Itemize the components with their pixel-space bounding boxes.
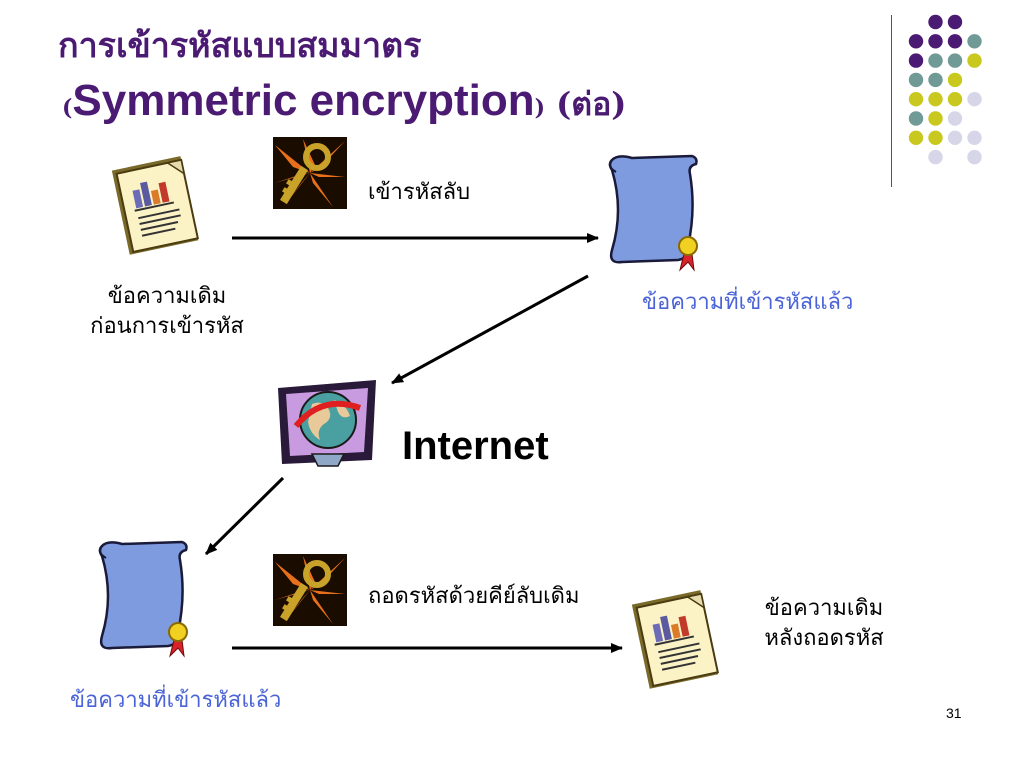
- label-original-line2: ก่อนการเข้ารหัส: [90, 314, 244, 339]
- decorative-dot: [928, 53, 943, 68]
- decorative-dot: [908, 111, 924, 126]
- decorative-dot: [967, 130, 982, 145]
- arrow-to-internet: [391, 274, 589, 385]
- arrow-from-internet: [204, 476, 285, 556]
- divider-line: [891, 15, 892, 187]
- decorative-dot: [967, 34, 982, 49]
- label-decrypted-line1: ข้อความเดิม: [764, 596, 884, 621]
- decorative-dot: [947, 130, 963, 145]
- label-original-line1: ข้อความเดิม: [107, 284, 227, 309]
- document-chart-icon-bottom: [631, 590, 719, 689]
- label-original-message: ข้อความเดิม ก่อนการเข้ารหัส: [58, 282, 276, 342]
- label-internet: Internet: [402, 424, 549, 468]
- globe-monitor-icon: [278, 380, 376, 467]
- decorative-dot: [947, 53, 963, 68]
- label-decrypt-with-key: ถอดรหัสด้วยคีย์ลับเดิม: [368, 584, 580, 609]
- document-chart-icon: [111, 156, 199, 255]
- decorative-dot: [928, 72, 943, 88]
- title-english-line: (Symmetric encryption) (ต่อ): [62, 76, 626, 130]
- decorative-dot: [947, 34, 963, 49]
- decorative-dot: [908, 53, 924, 68]
- title-english: Symmetric encryption: [72, 76, 535, 125]
- decorative-dot: [928, 130, 943, 145]
- title-close-paren: ): [534, 95, 545, 121]
- decorative-dot: [928, 111, 943, 126]
- decorative-dot: [967, 53, 982, 68]
- scroll-certificate-icon: [608, 154, 698, 272]
- decorative-dot: [908, 130, 924, 145]
- decorative-dot: [928, 92, 943, 107]
- page-number: 31: [946, 705, 962, 721]
- title-open-paren: (: [62, 95, 73, 121]
- decorative-dot: [947, 72, 963, 88]
- decorative-dot: [947, 111, 963, 126]
- decorative-dot: [908, 92, 924, 107]
- label-decrypted-line2: หลังถอดรหัส: [764, 626, 884, 651]
- decorative-dot: [947, 14, 963, 30]
- label-encrypted-message-top: ข้อความที่เข้ารหัสแล้ว: [642, 290, 854, 315]
- decorative-dot: [928, 34, 943, 49]
- decorative-dot: [967, 149, 982, 165]
- decorative-dot: [967, 92, 982, 107]
- label-encrypt-secret: เข้ารหัสลับ: [368, 180, 471, 205]
- scroll-certificate-icon-bottom: [98, 540, 188, 658]
- decorative-dot-grid: [908, 14, 982, 165]
- decorative-dot: [908, 72, 924, 88]
- label-encrypted-message-bottom: ข้อความที่เข้ารหัสแล้ว: [70, 688, 282, 713]
- decorative-dot: [928, 149, 943, 165]
- title-thai: การเข้ารหัสแบบสมมาตร: [58, 26, 422, 66]
- decorative-dot: [928, 14, 943, 30]
- label-decrypted-message: ข้อความเดิม หลังถอดรหัส: [730, 594, 918, 654]
- decorative-dot: [947, 92, 963, 107]
- key-icon: [273, 137, 347, 209]
- key-icon-bottom: [273, 554, 347, 626]
- title-suffix: (ต่อ): [545, 85, 627, 123]
- decorative-dot: [908, 34, 924, 49]
